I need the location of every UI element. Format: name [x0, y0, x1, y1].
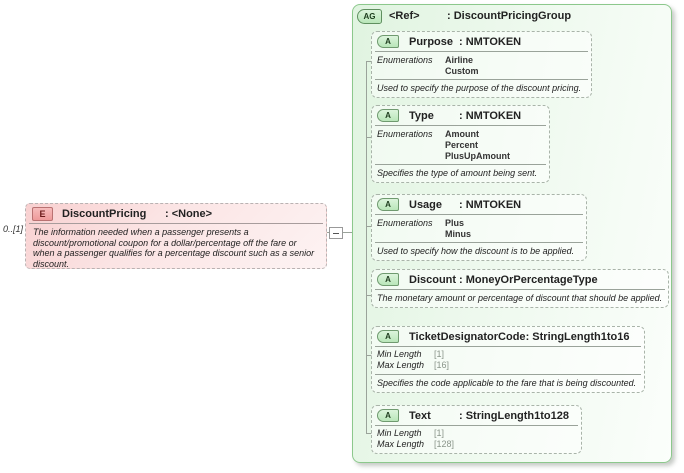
- attribute-name: Purpose: [409, 35, 454, 48]
- enumerations-row: Enumerations Airline Custom: [372, 52, 591, 79]
- attribute-type: : NMTOKEN: [459, 35, 522, 48]
- attribute-type: : StringLength1to128: [459, 409, 570, 422]
- enumeration-values: Amount Percent PlusUpAmount: [445, 129, 510, 162]
- enumerations-row: Enumerations Amount Percent PlusUpAmount: [372, 126, 549, 164]
- attribute-type: : NMTOKEN: [459, 109, 522, 122]
- attribute-documentation: Specifies the type of amount being sent.: [377, 168, 538, 178]
- enum-value: Percent: [445, 140, 479, 150]
- attribute-header: A Usage : NMTOKEN: [372, 195, 586, 214]
- enum-value: Airline: [445, 55, 474, 65]
- tree-stub: [366, 355, 372, 356]
- attribute-type: : StringLength1to16: [525, 330, 630, 343]
- attribute-box-usage[interactable]: A Usage : NMTOKEN Enumerations Plus Minu…: [371, 194, 587, 261]
- attribute-header: A Type : NMTOKEN: [372, 106, 549, 125]
- enum-value: PlusUpAmount: [445, 151, 510, 161]
- attribute-name: Text: [409, 409, 431, 422]
- divider: [375, 374, 641, 375]
- attribute-box-ticketdesignatorcode[interactable]: A TicketDesignatorCode : StringLength1to…: [371, 326, 645, 393]
- facet-row: Min Length [1]: [372, 428, 581, 439]
- attribute-badge-icon: A: [377, 409, 399, 422]
- enum-value: Plus: [445, 218, 465, 228]
- tree-line: [366, 61, 367, 433]
- enum-value: Minus: [445, 229, 471, 239]
- enumeration-values: Airline Custom: [445, 55, 479, 77]
- facet-label: Max Length: [377, 360, 425, 370]
- divider: [375, 242, 583, 243]
- divider: [375, 425, 578, 426]
- attribute-box-purpose[interactable]: A Purpose : NMTOKEN Enumerations Airline…: [371, 31, 592, 98]
- element-box-discountpricing[interactable]: E DiscountPricing : <None> The informati…: [25, 203, 327, 269]
- attribute-name: Usage: [409, 198, 443, 211]
- divider: [29, 223, 323, 224]
- attribute-header: A Purpose : NMTOKEN: [372, 32, 591, 51]
- divider: [375, 289, 665, 290]
- facet-row: Max Length [16]: [372, 360, 644, 371]
- element-documentation: The information needed when a passenger …: [33, 227, 315, 269]
- attribute-documentation: The monetary amount or percentage of dis…: [377, 293, 663, 303]
- attribute-badge-icon: A: [377, 109, 399, 122]
- tree-stub: [366, 61, 372, 62]
- divider: [375, 79, 588, 80]
- attribute-name: Type: [409, 109, 434, 122]
- element-name: DiscountPricing: [62, 207, 147, 220]
- collapse-handle[interactable]: [329, 227, 343, 239]
- enumerations-label: Enumerations: [377, 218, 433, 228]
- attribute-documentation: Used to specify how the discount is to b…: [377, 246, 575, 256]
- attribute-documentation: Specifies the code applicable to the far…: [377, 378, 637, 388]
- group-ref-name: <Ref>: [389, 10, 420, 22]
- facet-label: Min Length: [377, 428, 422, 438]
- enumerations-row: Enumerations Plus Minus: [372, 215, 586, 242]
- facet-row: Min Length [1]: [372, 349, 644, 360]
- attribute-header: A Discount : MoneyOrPercentageType: [372, 270, 668, 289]
- facet-label: Max Length: [377, 439, 425, 449]
- group-header: AG <Ref> : DiscountPricingGroup: [353, 5, 671, 24]
- tree-stub: [366, 295, 372, 296]
- enum-value: Custom: [445, 66, 479, 76]
- attribute-box-text[interactable]: A Text : StringLength1to128 Min Length […: [371, 405, 582, 454]
- minus-icon: [333, 232, 339, 234]
- enumeration-values: Plus Minus: [445, 218, 471, 240]
- element-type: : <None>: [165, 207, 213, 220]
- attribute-type: : NMTOKEN: [459, 198, 522, 211]
- tree-stub: [366, 226, 372, 227]
- attribute-badge-icon: A: [377, 273, 399, 286]
- divider: [375, 125, 546, 126]
- tree-stub: [366, 433, 372, 434]
- attribute-box-type[interactable]: A Type : NMTOKEN Enumerations Amount Per…: [371, 105, 550, 183]
- attribute-name: TicketDesignatorCode: [409, 330, 526, 343]
- facet-value: [1]: [434, 349, 445, 359]
- facet-value: [1]: [434, 428, 445, 438]
- attribute-header: A Text : StringLength1to128: [372, 406, 581, 425]
- divider: [375, 51, 588, 52]
- enum-value: Amount: [445, 129, 479, 139]
- divider: [375, 164, 546, 165]
- facet-row: Max Length [128]: [372, 439, 581, 450]
- attribute-box-discount[interactable]: A Discount : MoneyOrPercentageType The m…: [371, 269, 669, 308]
- attribute-documentation: Used to specify the purpose of the disco…: [377, 83, 582, 93]
- enumerations-label: Enumerations: [377, 129, 433, 139]
- cardinality-label: 0..[1]: [2, 224, 23, 234]
- tree-stub: [366, 137, 372, 138]
- facet-value: [16]: [434, 360, 450, 370]
- attribute-badge-icon: A: [377, 35, 399, 48]
- attribute-badge-icon: A: [377, 198, 399, 211]
- divider: [375, 346, 641, 347]
- element-header: E DiscountPricing : <None>: [26, 204, 326, 223]
- attribute-header: A TicketDesignatorCode : StringLength1to…: [372, 327, 644, 346]
- facets: Min Length [1] Max Length [128]: [372, 426, 581, 453]
- attribute-badge-icon: A: [377, 330, 399, 343]
- enumerations-label: Enumerations: [377, 55, 433, 65]
- connector-line: [327, 232, 367, 233]
- facet-value: [128]: [434, 439, 455, 449]
- divider: [375, 214, 583, 215]
- element-badge-icon: E: [32, 206, 53, 221]
- group-type: : DiscountPricingGroup: [447, 10, 572, 22]
- facets: Min Length [1] Max Length [16]: [372, 347, 644, 374]
- attribute-type: : MoneyOrPercentageType: [459, 273, 598, 286]
- attribute-group-badge-icon: AG: [357, 8, 382, 24]
- facet-label: Min Length: [377, 349, 422, 359]
- attribute-name: Discount: [409, 273, 457, 286]
- attribute-group-panel[interactable]: AG <Ref> : DiscountPricingGroup A Purpos…: [352, 4, 672, 463]
